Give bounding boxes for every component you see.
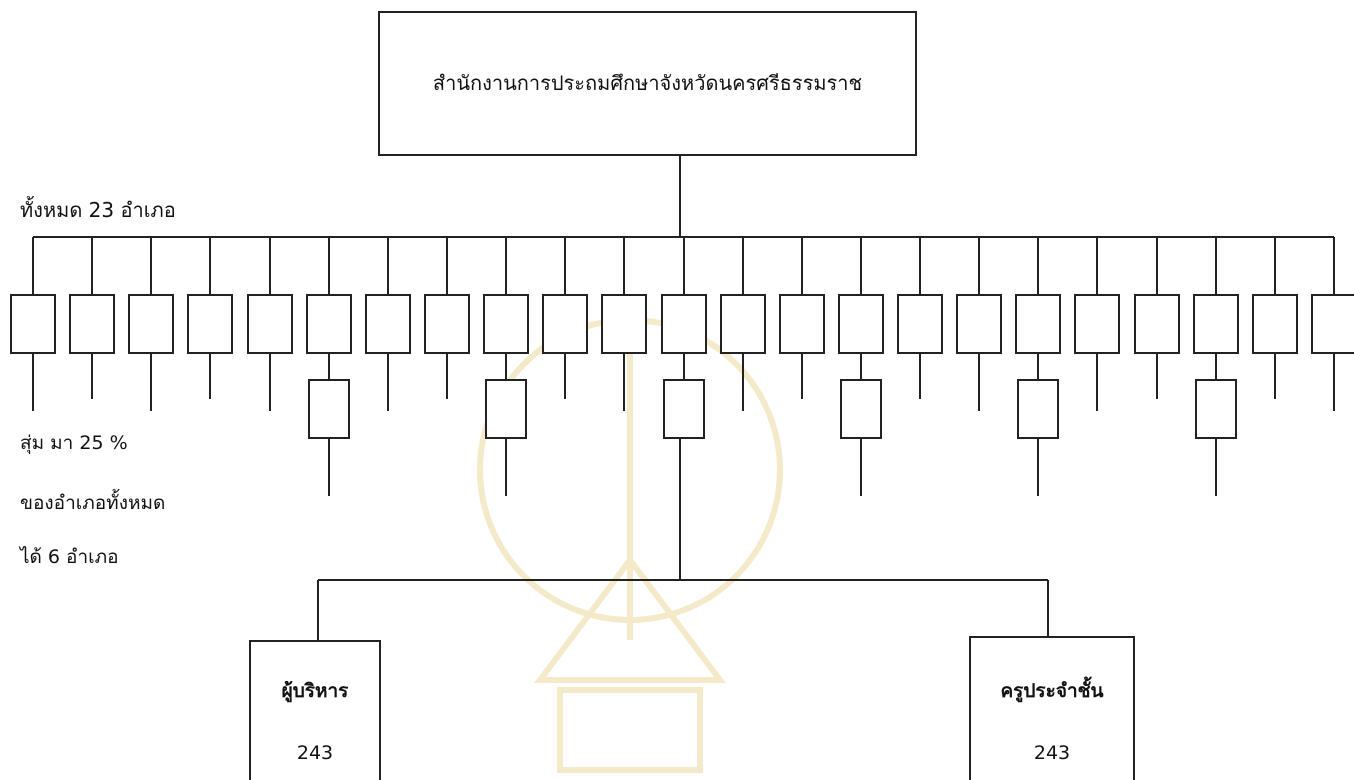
- sample-note-line-1: สุ่ม มา 25 %: [20, 432, 128, 454]
- district-box: [10, 294, 56, 354]
- district-box: [779, 294, 825, 354]
- district-box: [542, 294, 588, 354]
- district-box: [601, 294, 647, 354]
- district-box: [720, 294, 766, 354]
- district-box: [69, 294, 115, 354]
- district-boxes: [10, 237, 1354, 411]
- district-box: [306, 294, 352, 354]
- district-box: [956, 294, 1002, 354]
- district-box: [1311, 294, 1354, 354]
- sampled-subboxes: [308, 379, 1237, 496]
- class-teachers-box: [969, 636, 1135, 780]
- sampled-district-box: [1195, 379, 1237, 439]
- administrators-box: [249, 640, 381, 780]
- top-office-box: [378, 11, 917, 156]
- district-box: [1252, 294, 1298, 354]
- sampled-district-box: [485, 379, 527, 439]
- district-box: [1074, 294, 1120, 354]
- sampled-district-box: [308, 379, 350, 439]
- sample-note-line-3: ได้ 6 อำเภอ: [20, 546, 119, 568]
- administrators-count: 243: [296, 742, 334, 764]
- sampled-district-box: [663, 379, 705, 439]
- sample-note-line-2: ของอำเภอทั้งหมด: [20, 492, 166, 514]
- district-box: [483, 294, 529, 354]
- sampled-district-box: [840, 379, 882, 439]
- district-box: [661, 294, 707, 354]
- top-office-label: สำนักงานการประถมศึกษาจังหวัดนครศรีธรรมรา…: [432, 71, 863, 95]
- district-box: [897, 294, 943, 354]
- district-box: [1015, 294, 1061, 354]
- administrators-title: ผู้บริหาร: [281, 680, 349, 702]
- district-box: [838, 294, 884, 354]
- district-box: [1193, 294, 1239, 354]
- class-teachers-title: ครูประจำชั้น: [1000, 680, 1104, 702]
- sampled-district-box: [1017, 379, 1059, 439]
- total-districts-label: ทั้งหมด 23 อำเภอ: [20, 198, 176, 222]
- district-box: [247, 294, 293, 354]
- class-teachers-count: 243: [1033, 742, 1071, 764]
- district-box: [187, 294, 233, 354]
- district-box: [1134, 294, 1180, 354]
- district-box: [128, 294, 174, 354]
- district-box: [424, 294, 470, 354]
- district-box: [365, 294, 411, 354]
